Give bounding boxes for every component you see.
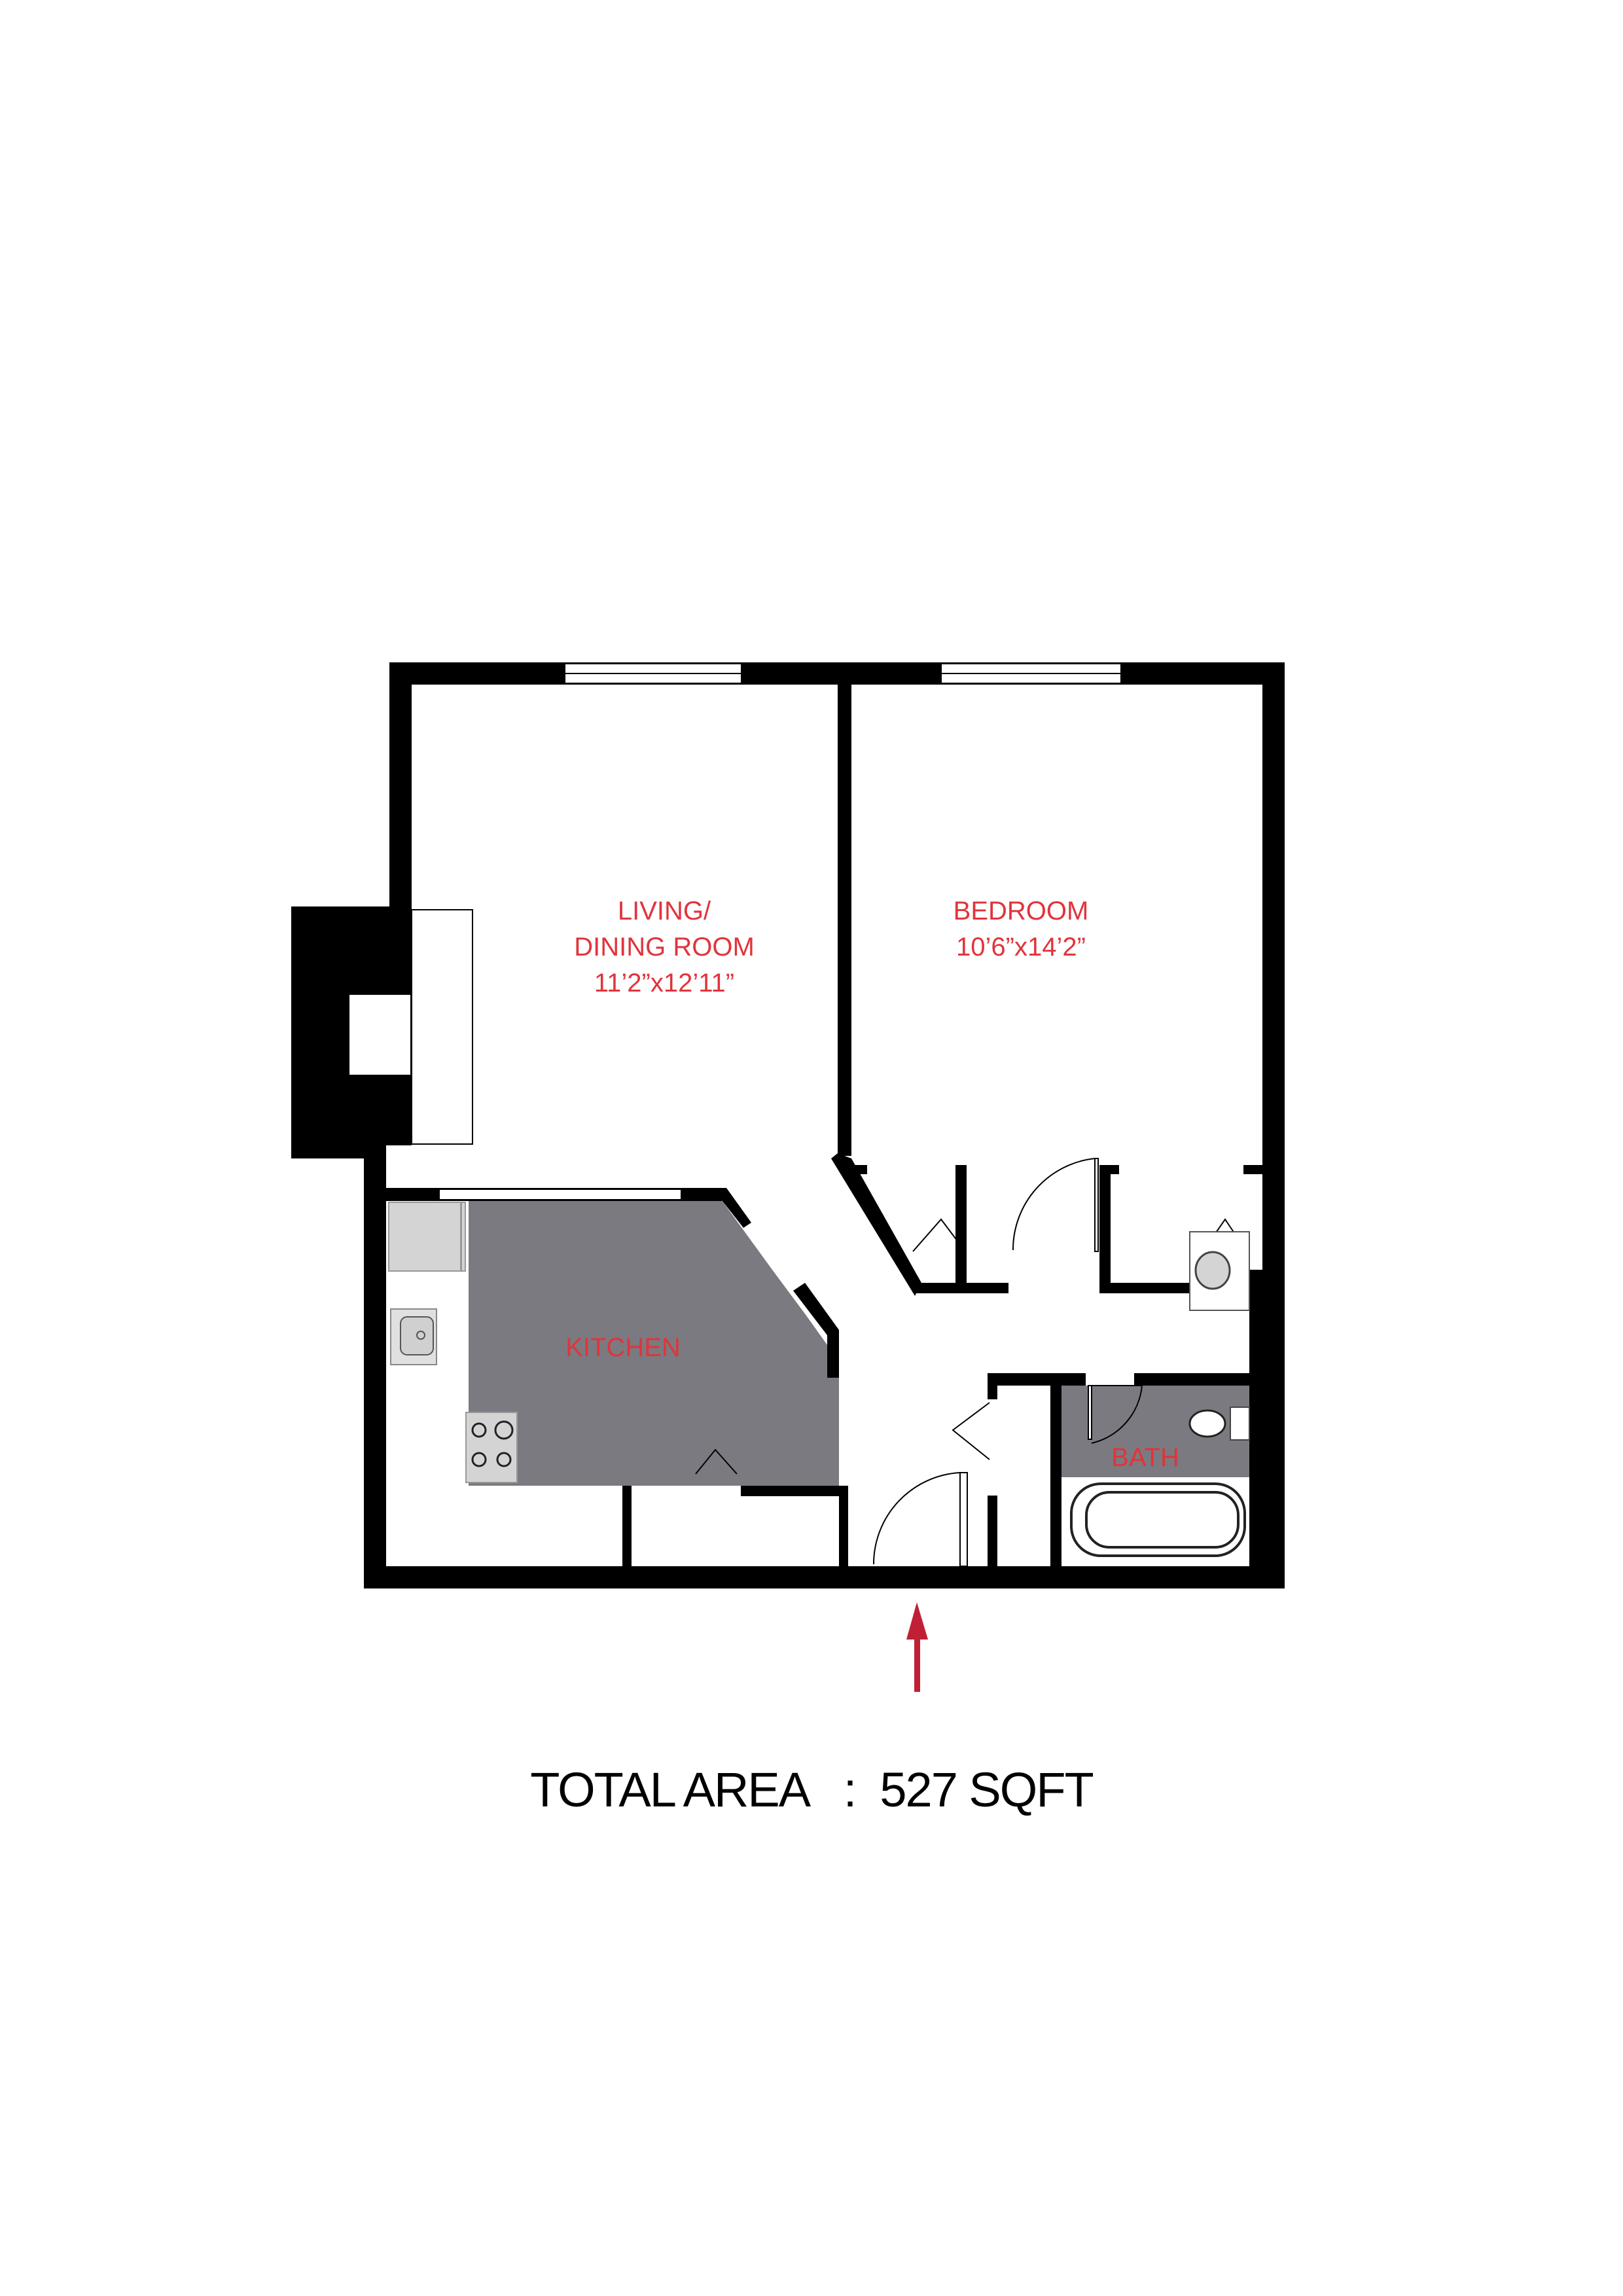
refrigerator xyxy=(388,1202,466,1272)
kitchen-floor xyxy=(469,1200,839,1486)
bath-label: BATH xyxy=(1111,1443,1179,1472)
total-area-separator: : xyxy=(843,1763,857,1817)
stove xyxy=(465,1412,518,1483)
vanity-sink xyxy=(1189,1231,1250,1311)
entry-arrow-icon xyxy=(906,1602,928,1692)
kitchen-label: KITCHEN xyxy=(565,1333,681,1362)
kitchen-window xyxy=(438,1189,682,1200)
fireplace xyxy=(349,909,473,1145)
entry-door[interactable] xyxy=(872,1472,968,1567)
total-area-label: TOTAL AREA xyxy=(530,1763,808,1817)
interior-walls xyxy=(622,685,1262,1588)
bedroom-dimensions: 10’6”x14’2” xyxy=(956,933,1086,961)
bedroom-label: BEDROOM xyxy=(954,897,1089,925)
bath-door xyxy=(1088,1385,1143,1444)
bedroom-door xyxy=(1012,1158,1099,1252)
toilet xyxy=(1188,1407,1250,1441)
living-room-dimensions: 11’2”x12’11” xyxy=(594,969,734,997)
kitchen-sink xyxy=(390,1308,437,1365)
total-area-value: 527 SQFT xyxy=(880,1763,1094,1817)
total-area: TOTAL AREA : 527 SQFT xyxy=(0,1762,1623,1818)
living-room-label-2: DINING ROOM xyxy=(574,933,755,961)
living-room-label: LIVING/ xyxy=(618,897,711,925)
bathtub xyxy=(1061,1477,1249,1564)
